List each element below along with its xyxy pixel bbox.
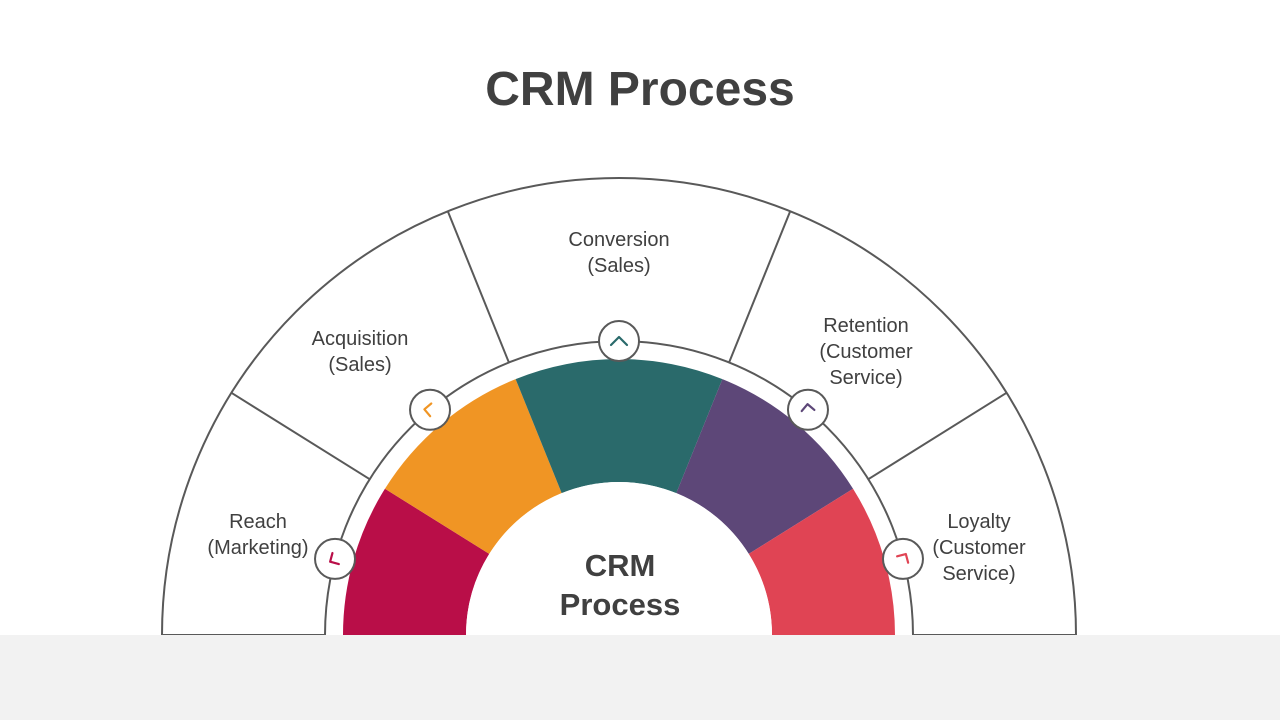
outer-arc: [161, 177, 1077, 636]
sector-divider: [446, 210, 510, 363]
arrow-icon: [800, 403, 816, 413]
stage-label-line: Service): [942, 563, 1015, 585]
stage-label-acquisition: Acquisition (Sales): [312, 328, 409, 376]
marker-circle: [314, 537, 357, 580]
stage-label-line: Service): [829, 367, 902, 389]
center-disc: [466, 482, 772, 635]
stage-label-line: (Sales): [587, 255, 650, 277]
stage-label-line: Loyalty: [947, 511, 1010, 533]
arrow-icon: [423, 402, 433, 418]
ring-segment-conversion: [515, 359, 723, 494]
stage-marker-conversion: [598, 320, 640, 362]
marker-circle: [786, 388, 829, 431]
stage-markers: [314, 320, 924, 580]
ring-segment-retention: [676, 379, 854, 554]
sector-divider: [230, 391, 371, 481]
ring-segment-acquisition: [384, 379, 562, 554]
page-title: CRM Process: [485, 63, 795, 116]
footer-band: [0, 635, 1280, 720]
stage-label-line: Conversion: [568, 229, 669, 251]
stage-label-line: Reach: [229, 511, 287, 533]
stage-label-line: Retention: [823, 315, 909, 337]
color-ring: [343, 359, 895, 635]
stage-label-line: (Customer: [819, 341, 913, 363]
center-block: CRM Process: [466, 482, 772, 635]
stage-marker-loyalty: [881, 537, 924, 580]
stage-marker-reach: [314, 537, 357, 580]
ring-segment-loyalty: [748, 488, 895, 635]
stage-label-line: Acquisition: [312, 328, 409, 350]
sector-divider: [728, 210, 792, 363]
stage-label-conversion: Conversion (Sales): [568, 229, 669, 277]
stage-label-reach: Reach (Marketing): [207, 511, 308, 559]
arrow-icon: [896, 552, 910, 564]
stage-label-line: (Customer: [932, 537, 1026, 559]
sector-divider: [867, 391, 1008, 481]
stage-marker-retention: [786, 388, 829, 431]
center-label-line2: Process: [560, 587, 681, 622]
marker-circle: [409, 388, 452, 431]
arrow-icon: [329, 551, 340, 566]
marker-circle: [881, 537, 924, 580]
stage-label-line: (Sales): [328, 354, 391, 376]
marker-circle: [598, 320, 640, 362]
stage-label-line: (Marketing): [207, 537, 308, 559]
stage-marker-acquisition: [409, 388, 452, 431]
ring-segment-reach: [343, 488, 490, 635]
chevron-up-icon: [609, 335, 629, 347]
center-label-line1: CRM: [585, 548, 656, 583]
stage-labels: Reach(Marketing)Acquisition(Sales)Conver…: [207, 229, 1026, 585]
